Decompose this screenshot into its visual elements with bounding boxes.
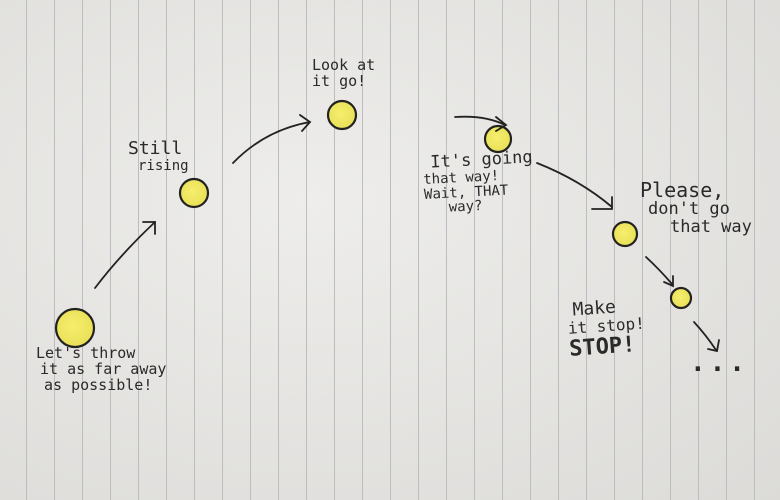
ball-3 [326, 99, 358, 131]
note-rising: Still rising [128, 138, 189, 174]
note-apex: Look at it go! [312, 56, 376, 90]
note-start: Let's throw it as far away as possible! [36, 344, 167, 394]
note-line: it as far away [40, 359, 167, 378]
note-going: It's going that way! Wait, THAT way? [422, 147, 535, 217]
ball-2 [178, 177, 210, 209]
note-line: Look at [312, 56, 376, 74]
note-line: it go! [312, 71, 367, 90]
ball-5 [611, 220, 639, 248]
note-ellipsis: ... [690, 348, 749, 378]
arrow-2 [232, 114, 312, 164]
ball-1 [54, 307, 96, 349]
ball-4 [483, 124, 513, 154]
note-line: Let's throw [36, 344, 136, 362]
note-line: don't go [648, 199, 730, 219]
ball-6 [669, 286, 693, 310]
note-stop: Make it stop! STOP! [566, 297, 647, 362]
note-line: STOP! [568, 331, 637, 362]
arrow-4 [536, 162, 613, 210]
note-please: Please, don't go that way [640, 180, 752, 237]
arrow-1 [94, 221, 156, 289]
arrow-6 [693, 321, 720, 353]
note-line: Still [128, 138, 183, 159]
note-line: as possible! [44, 375, 153, 394]
arrow-5 [645, 256, 674, 288]
note-line: rising [138, 157, 189, 174]
arrow-3 [454, 115, 508, 132]
note-line: that way [670, 216, 752, 237]
note-line: ... [690, 348, 749, 378]
note-line: Please, [640, 178, 725, 202]
